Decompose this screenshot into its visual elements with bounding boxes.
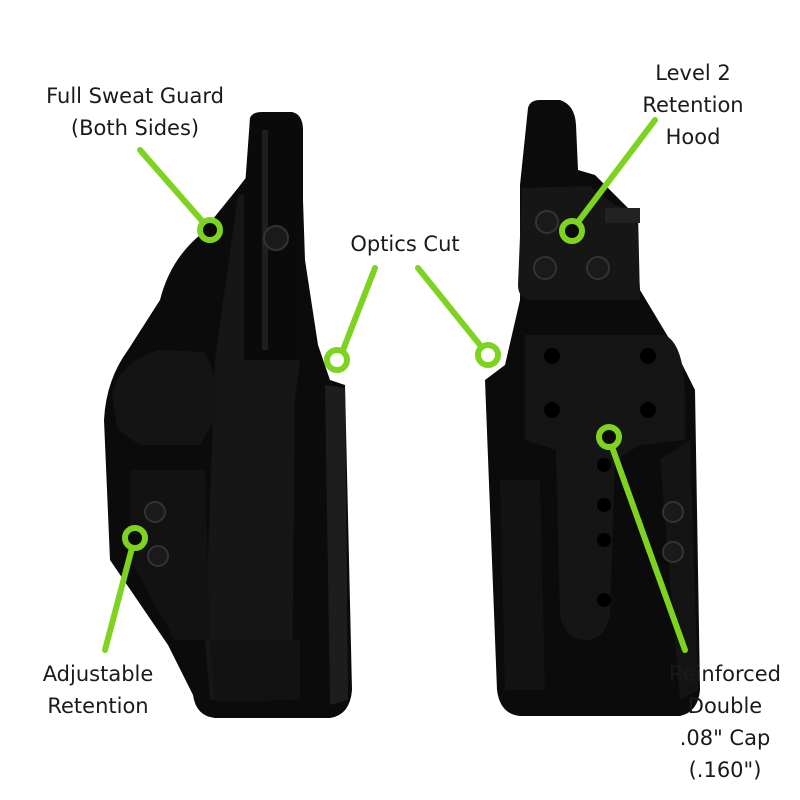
clip-hole <box>544 348 560 364</box>
holster-front-trigger-guard <box>112 350 217 445</box>
callout-line: Reinforced <box>669 662 781 686</box>
callout-markers <box>102 117 688 653</box>
screw-adjust-top <box>144 501 166 523</box>
callout-ring-retention-hood <box>559 218 585 244</box>
holster-front-view <box>104 112 352 718</box>
holster-front-muzzle-highlight <box>210 640 300 702</box>
callout-line: Hood <box>665 125 721 149</box>
clip-hole <box>544 402 560 418</box>
callout-line-optics-left <box>340 265 378 353</box>
clip-hole <box>597 458 611 472</box>
callout-ring-reinforced <box>596 424 622 450</box>
holster-back-lower-shade <box>500 480 545 690</box>
callout-ring-sweat-guard <box>197 217 223 243</box>
screw-adjust-bottom <box>147 545 169 567</box>
clip-hole <box>640 348 656 364</box>
callout-line: (.160") <box>688 758 762 782</box>
side-screw-top <box>662 501 684 523</box>
callout-line: Double <box>687 694 763 718</box>
holster-back-view <box>485 100 700 716</box>
clip-hole <box>597 498 611 512</box>
retention-hood-lever <box>605 208 640 223</box>
holster-front-side-highlight <box>325 385 348 705</box>
clip-hole <box>597 593 611 607</box>
callout-adjustable-retention: Adjustable Retention <box>28 658 168 722</box>
callout-ring-optics-left <box>324 347 350 373</box>
side-screw-bottom <box>662 541 684 563</box>
callout-line: Retention <box>47 694 149 718</box>
callout-line-sweat-guard <box>137 147 206 225</box>
callout-line-reinforced <box>609 444 688 653</box>
callout-reinforced: Reinforced Double .08" Cap (.160") <box>650 658 800 786</box>
callout-line-adjustable-retention <box>102 545 135 653</box>
screw-top-left <box>263 225 289 251</box>
callout-line: Level 2 <box>655 61 731 85</box>
callout-full-sweat-guard: Full Sweat Guard (Both Sides) <box>30 80 240 144</box>
hood-screw-1 <box>535 210 559 234</box>
callout-line-retention-hood <box>575 117 658 225</box>
callout-optics-cut: Optics Cut <box>330 228 480 260</box>
callout-line: Retention <box>642 93 744 117</box>
callout-line: .08" Cap <box>679 726 771 750</box>
clip-hole <box>640 402 656 418</box>
callout-line: Optics Cut <box>350 232 460 256</box>
clip-hole <box>597 533 611 547</box>
hood-screw-3 <box>586 256 610 280</box>
callout-line-optics-right <box>415 265 483 348</box>
callout-line: Adjustable <box>42 662 154 686</box>
hood-screw-2 <box>533 256 557 280</box>
callout-retention-hood: Level 2 Retention Hood <box>628 57 758 153</box>
callout-ring-adjustable-retention <box>122 525 148 551</box>
callout-ring-optics-right <box>475 342 501 368</box>
callout-line: (Both Sides) <box>70 116 200 140</box>
callout-line: Full Sweat Guard <box>46 84 224 108</box>
